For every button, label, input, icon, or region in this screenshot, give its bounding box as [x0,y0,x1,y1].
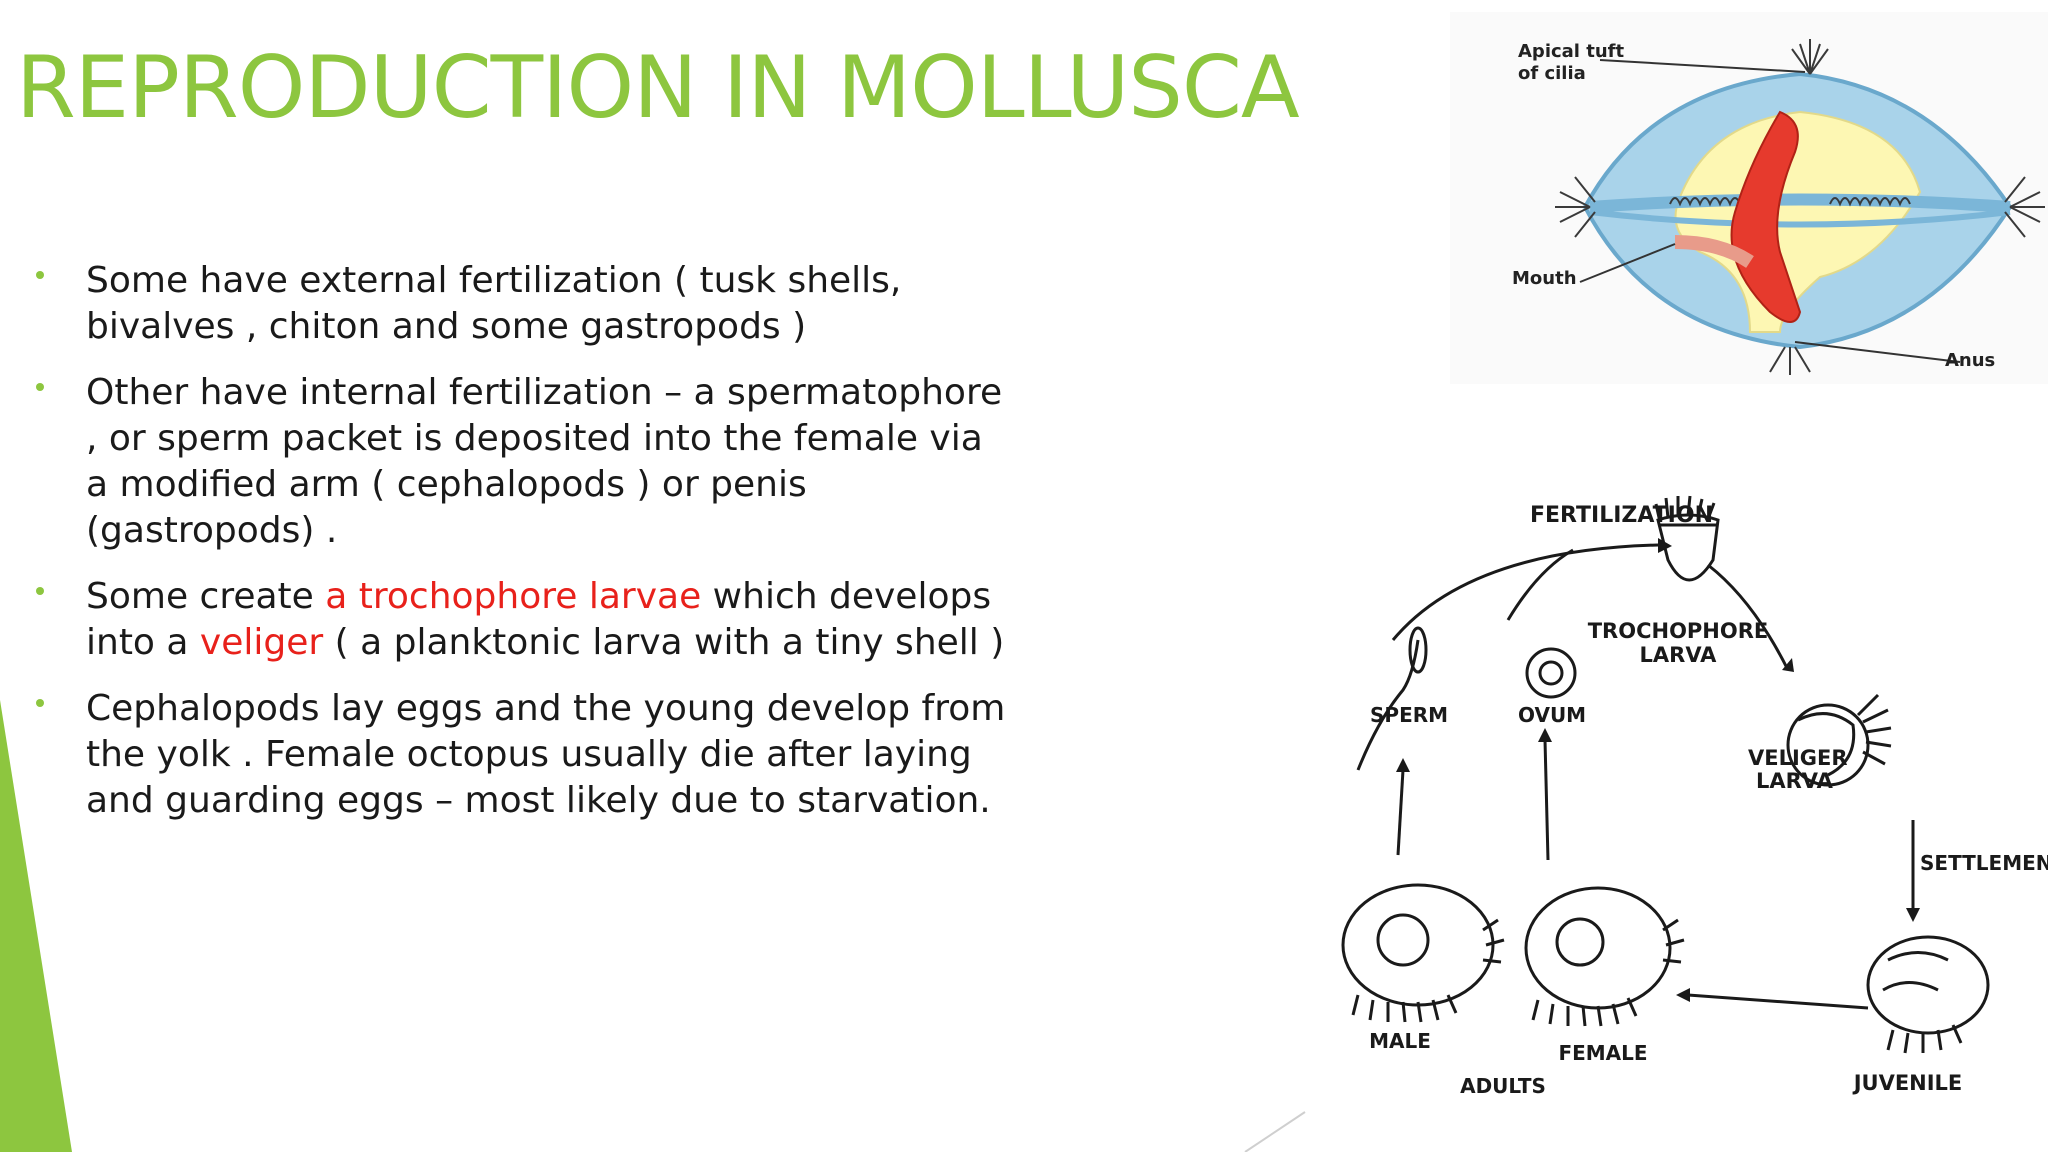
label-trochophore: TROCHOPHORE [1588,619,1769,643]
label-female: FEMALE [1558,1041,1647,1065]
label-adults: ADULTS [1460,1074,1546,1098]
sperm-drawing [1356,626,1428,771]
label-veliger: VELIGER [1748,746,1848,770]
bullet-text: Some have external fertilization ( tusk … [86,260,902,347]
label-of-cilia: of cilia [1518,63,1586,84]
larva-stomach [1730,110,1802,323]
juvenile-drawing [1866,935,1990,1054]
ciliary-band [1589,193,2011,213]
label-trochophore-larva: LARVA [1640,643,1718,667]
bullet-text: Some create a trochophore larvae which d… [86,574,1016,666]
male-adult-drawing [1341,883,1505,1023]
female-adult-drawing [1524,886,1685,1027]
label-settlement: SETTLEMENT [1920,851,2048,875]
label-mouth: Mouth [1512,268,1577,289]
highlight-trochophore: a trochophore larvae [325,576,702,617]
label-fertilization: FERTILIZATION [1530,503,1713,528]
bullet-dot-icon [36,699,44,707]
arrow-male-sperm [1396,769,1405,856]
bullet-list: Some have external fertilization ( tusk … [36,258,1016,844]
trochophore-larva-drawing [1654,495,1720,582]
life-cycle-diagram: FERTILIZATION TROCHOPHORE LARVA VELIGER … [1308,490,2048,1140]
cilia [1555,39,2045,375]
bullet-dot-icon [36,587,44,595]
bullet-text-pre: Some create [86,576,326,617]
label-ovum: OVUM [1518,703,1586,727]
arrow-female-ovum [1543,739,1550,861]
highlight-veliger: veliger [199,622,324,663]
arrow-ovum-fertilization [1506,548,1574,621]
bullet-text: Cephalopods lay eggs and the young devel… [86,688,1006,821]
arrow-trochophore-veliger [1707,563,1790,671]
bullet-item: Some create a trochophore larvae which d… [36,574,1016,666]
label-veliger-larva: LARVA [1756,769,1834,793]
label-juvenile: JUVENILE [1852,1071,1963,1095]
label-anus: Anus [1945,350,1995,371]
bullet-text-post: ( a planktonic larva with a tiny shell ) [323,622,1005,663]
bullet-text: Other have internal fertilization – a sp… [86,372,1003,551]
bullet-dot-icon [36,271,44,279]
label-sperm: SPERM [1370,703,1448,727]
label-male: MALE [1369,1029,1431,1053]
bullet-item: Some have external fertilization ( tusk … [36,258,1016,350]
bullet-item: Other have internal fertilization – a sp… [36,370,1016,554]
trochophore-illustration: Apical tuft of cilia Mouth Anus [1450,12,2048,384]
ovum-drawing [1525,647,1577,699]
label-apical-tuft: Apical tuft [1518,41,1624,62]
arrow-juvenile-adults [1687,993,1869,1010]
bullet-dot-icon [36,383,44,391]
arrow-sperm-fertilization [1391,543,1659,641]
bullet-item: Cephalopods lay eggs and the young devel… [36,686,1016,824]
slide-title: REPRODUCTION IN MOLLUSCA [16,38,1300,138]
veliger-larva-drawing [1786,693,1892,787]
bullet-text-mid: which develops into a [86,576,992,663]
